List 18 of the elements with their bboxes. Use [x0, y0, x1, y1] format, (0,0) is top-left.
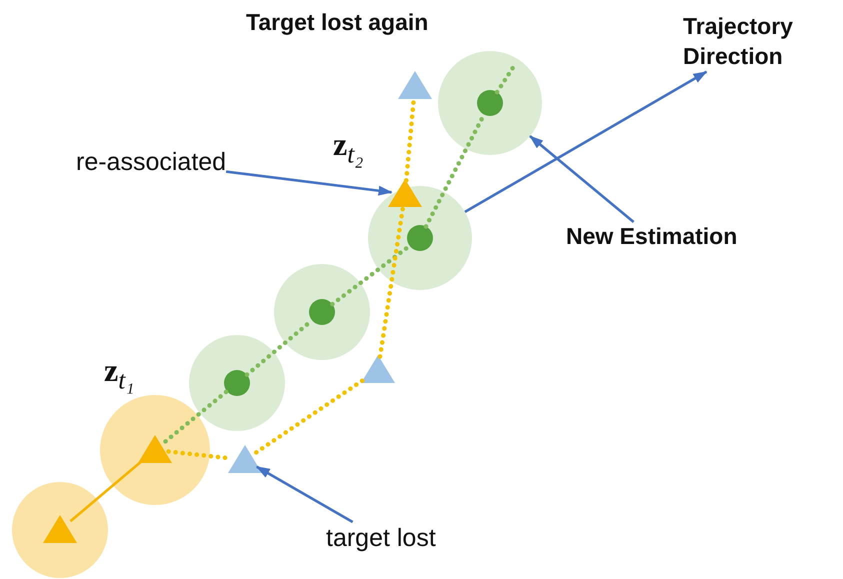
arrow — [226, 170, 392, 196]
math-symbol: z$_{t₂}$ — [333, 126, 364, 170]
math-symbol: z$_{t₁}$ — [104, 352, 134, 396]
annotation-text: New Estimation — [566, 222, 738, 251]
arrow — [529, 135, 634, 223]
dotted-track-line — [378, 205, 406, 359]
annotation-text: Target lost again — [246, 8, 428, 37]
position-dot — [477, 90, 503, 116]
arrow — [464, 70, 708, 214]
annotation-text: Trajectory Direction — [683, 12, 794, 71]
position-dot — [407, 225, 433, 251]
position-dot — [309, 299, 335, 325]
annotation-text: target lost — [326, 523, 436, 554]
position-dot — [224, 370, 250, 396]
dotted-track-line — [494, 64, 516, 94]
dotted-track-line — [163, 388, 230, 444]
arrow — [256, 466, 354, 524]
annotation-text: re-associated — [76, 147, 226, 178]
